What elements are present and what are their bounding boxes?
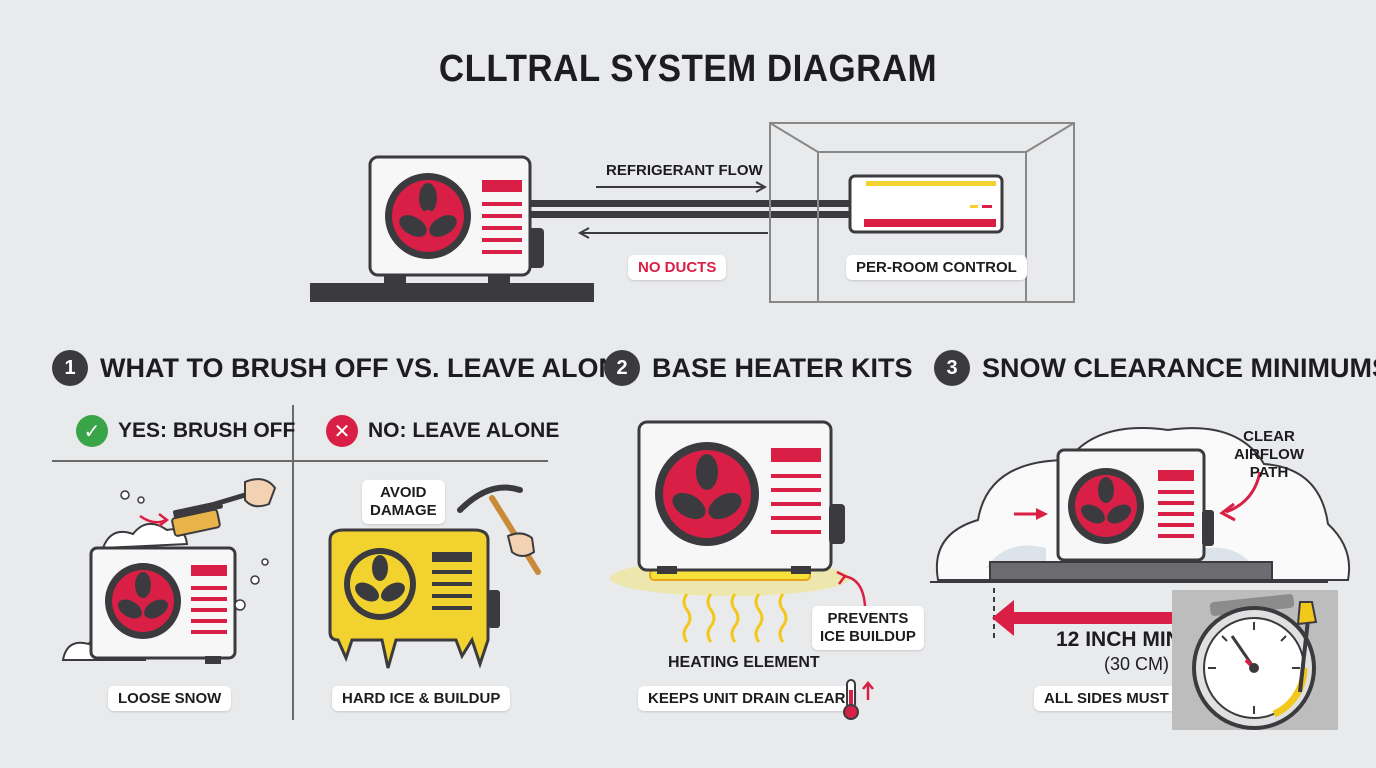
prevents-line-1: PREVENTS [827, 610, 909, 627]
room-outline [769, 122, 1075, 303]
iced-unit-illustration [328, 484, 541, 669]
ground-slab [310, 283, 594, 302]
heating-element-label: HEATING ELEMENT [668, 654, 820, 671]
refrigerant-flow-label: REFRIGERANT FLOW [606, 162, 763, 179]
snow-clearance-illustration [930, 427, 1351, 642]
left-airflow-arrow [1014, 508, 1048, 520]
flow-arrow-right [596, 181, 768, 193]
flow-arrow-left [577, 227, 768, 239]
section-2-title: 2 BASE HEATER KITS [604, 350, 913, 386]
section-3-title-text: SNOW CLEARANCE MINIMUMS [982, 352, 1376, 383]
x-icon: ✕ [326, 415, 358, 447]
refrigerant-lines [530, 200, 852, 207]
clear-line-2: AIRFLOW [1234, 446, 1304, 463]
section-2-title-text: BASE HEATER KITS [652, 352, 913, 383]
avoid-damage-label: AVOID DAMAGE [362, 480, 445, 524]
system-diagram [310, 122, 1075, 303]
yes-brush-off-text: YES: BRUSH OFF [118, 419, 296, 442]
shovel-icon [1296, 601, 1318, 693]
no-leave-alone-header: ✕ NO: LEAVE ALONE [326, 415, 559, 447]
prevents-line-2: ICE BUILDUP [820, 628, 916, 645]
no-leave-alone-text: NO: LEAVE ALONE [368, 419, 560, 442]
per-room-control-label: PER-ROOM CONTROL [846, 255, 1027, 280]
section-3-number: 3 [934, 350, 970, 386]
avoid-damage-line-1: AVOID [380, 484, 427, 501]
section-1-title: 1 WHAT TO BRUSH OFF VS. LEAVE ALONE [52, 350, 636, 386]
indoor-unit [848, 174, 1004, 234]
gauge-overlay [1172, 590, 1338, 730]
section-2-number: 2 [604, 350, 640, 386]
keeps-drain-label: KEEPS UNIT DRAIN CLEAR [638, 686, 856, 711]
loose-snow-label: LOOSE SNOW [108, 686, 232, 711]
pickaxe-icon [457, 484, 541, 575]
thermometer-icon [843, 679, 874, 720]
minimum-metric-label: (30 CM) [1104, 654, 1170, 674]
yes-brush-off-header: ✓ YES: BRUSH OFF [76, 415, 295, 447]
prevents-ice-label: PREVENTS ICE BUILDUP [812, 606, 924, 650]
check-icon: ✓ [76, 415, 108, 447]
clear-airflow-label: CLEAR AIRFLOW PATH [1234, 428, 1304, 482]
section-1-title-text: WHAT TO BRUSH OFF VS. LEAVE ALONE [100, 352, 637, 383]
hard-ice-label: HARD ICE & BUILDUP [332, 686, 511, 711]
clear-line-3: PATH [1249, 464, 1289, 481]
section-1-number: 1 [52, 350, 88, 386]
no-ducts-label: NO DUCTS [628, 255, 727, 280]
section-3-title: 3 SNOW CLEARANCE MINIMUMS [934, 350, 1376, 386]
clear-line-1: CLEAR [1243, 428, 1295, 445]
page-title: CLLTRAL SYSTEM DIAGRAM [438, 48, 938, 90]
base-heater-illustration [610, 420, 867, 643]
brush-icon [171, 478, 277, 537]
snowy-unit-illustration [61, 478, 277, 664]
outdoor-unit [368, 155, 532, 277]
avoid-damage-line-2: DAMAGE [370, 502, 437, 519]
right-airflow-arrow [1219, 471, 1262, 522]
